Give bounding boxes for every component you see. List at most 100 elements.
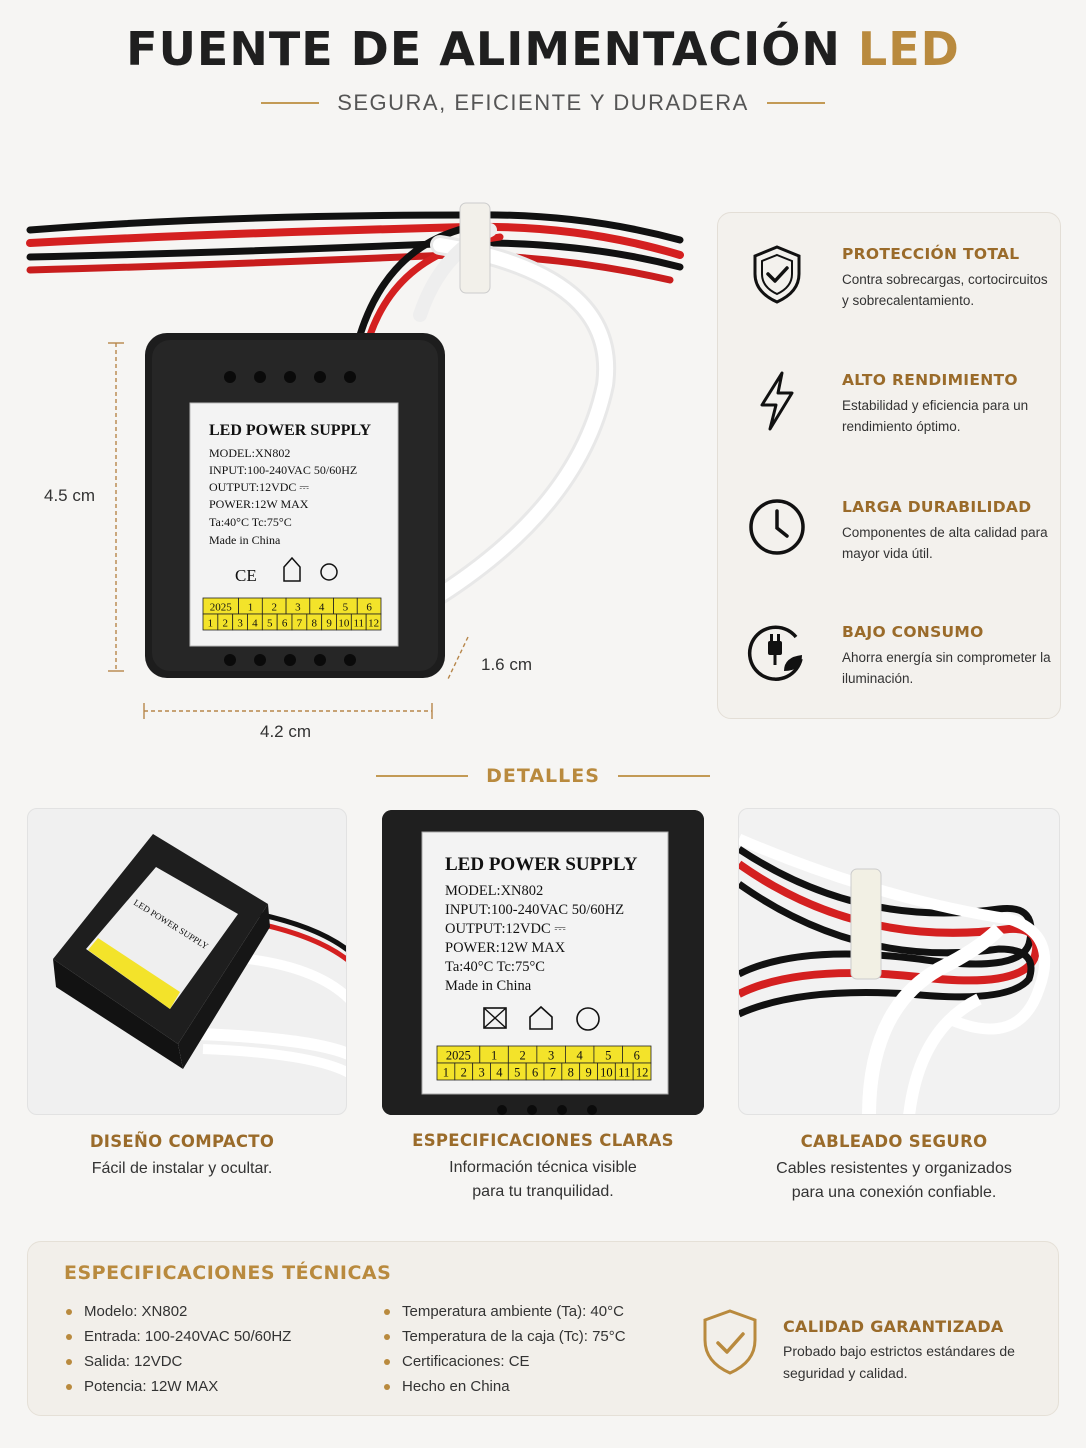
divider-left (261, 102, 320, 104)
label-input: INPUT:100-240VAC 50/60HZ (209, 463, 357, 477)
month-cell (365, 613, 382, 631)
month-cell-label: 3 (478, 1065, 484, 1079)
month-cell-label: 10 (338, 617, 350, 629)
specs-list-left: Modelo: XN802 Entrada: 100-240VAC 50/60H… (64, 1299, 291, 1399)
closeup-origin: Made in China (445, 978, 532, 994)
date-cell-label: 2 (271, 601, 277, 613)
date-cell-label: 6 (634, 1048, 640, 1062)
shield-check-icon (753, 245, 801, 304)
caption-compact: DISEÑO COMPACTO Fácil de instalar y ocul… (27, 1132, 337, 1181)
month-cell-label: 12 (368, 617, 379, 629)
product-angled-image: LED POWER SUPPLY (53, 834, 346, 1078)
feature-desc: Componentes de alta calidad para mayor v… (842, 525, 1048, 561)
date-cell-label: 6 (366, 601, 372, 613)
date-cell-label: 3 (548, 1048, 554, 1062)
caption-desc-line-2: para tu tranquilidad. (472, 1183, 614, 1200)
specs-heading: ESPECIFICACIONES TÉCNICAS (64, 1262, 392, 1284)
product-label-closeup: LED POWER SUPPLY MODEL:XN802 INPUT:100-2… (382, 810, 704, 1115)
feature-title: ALTO RENDIMIENTO (842, 371, 1018, 389)
caption-specs: ESPECIFICACIONES CLARAS Información técn… (382, 1131, 704, 1204)
title-main: FUENTE DE ALIMENTACIÓN (126, 22, 841, 76)
dimension-width: 4.2 cm (260, 722, 312, 741)
cable-closeup-image (739, 833, 1051, 1114)
thumb-compact: LED POWER SUPPLY (27, 808, 347, 1115)
month-cell-label: 9 (585, 1065, 591, 1079)
closeup-heading: LED POWER SUPPLY (445, 854, 638, 875)
date-cell-label: 2025 (210, 601, 233, 613)
month-cell-label: 1 (208, 617, 214, 629)
recycle-symbol-icon (576, 1007, 600, 1031)
month-cell-label: 1 (443, 1065, 449, 1079)
title-accent: LED (857, 22, 960, 76)
month-cell-label: 4 (252, 617, 258, 629)
month-cell-label: 2 (223, 617, 229, 629)
spec-item: Salida: 12VDC (64, 1349, 291, 1374)
ce-mark: CE (235, 566, 257, 585)
month-cell-label: 11 (618, 1065, 630, 1079)
month-cell-label: 7 (297, 617, 303, 629)
caption-desc-line-1: Información técnica visible (449, 1159, 637, 1176)
thumb-specs: LED POWER SUPPLY MODEL:XN802 INPUT:100-2… (382, 810, 704, 1115)
date-cell-label: 5 (605, 1048, 611, 1062)
spec-item: Entrada: 100-240VAC 50/60HZ (64, 1324, 291, 1349)
divider-left (376, 775, 469, 777)
spec-item: Modelo: XN802 (64, 1299, 291, 1324)
spec-item: Potencia: 12W MAX (64, 1374, 291, 1399)
caption-desc-line-1: Cables resistentes y organizados (776, 1160, 1012, 1177)
divider-right (617, 775, 710, 777)
house-symbol-icon (283, 556, 301, 582)
month-cell-label: 3 (237, 617, 243, 629)
caption-desc: Fácil de instalar y ocultar. (91, 1160, 273, 1177)
quality-title: CALIDAD GARANTIZADA (783, 1317, 1004, 1336)
specs-list-right: Temperatura ambiente (Ta): 40°C Temperat… (382, 1299, 626, 1399)
date-cell-label: 4 (577, 1048, 584, 1062)
feature-title: BAJO CONSUMO (842, 623, 984, 641)
clock-icon (749, 499, 805, 555)
dimension-lines (108, 342, 469, 719)
caption-desc-line-2: para una conexión confiable. (791, 1184, 997, 1201)
date-cell-label: 5 (343, 601, 349, 613)
page-title: FUENTE DE ALIMENTACIÓN LED (0, 22, 1086, 76)
label-output: OUTPUT:12VDC ⎓ (209, 480, 309, 494)
date-cell-label: 1 (248, 601, 254, 613)
dimension-height: 4.5 cm (44, 486, 96, 505)
thumb-cables (738, 808, 1060, 1115)
recycle-symbol-icon (320, 563, 338, 581)
eco-plug-icon (747, 625, 803, 681)
month-cell-label: 5 (267, 617, 273, 629)
details-heading: DETALLES (486, 765, 600, 787)
date-cell-label: 4 (319, 601, 325, 613)
month-cell-label: 11 (353, 617, 364, 629)
closeup-model: MODEL:XN802 (445, 883, 543, 899)
month-cell (632, 1062, 652, 1081)
spec-item: Hecho en China (382, 1374, 626, 1399)
month-cell-label: 7 (550, 1065, 556, 1079)
date-cell-label: 2 (519, 1048, 525, 1062)
month-cell-label: 4 (496, 1065, 503, 1079)
specs-panel: ESPECIFICACIONES TÉCNICAS Modelo: XN802 … (27, 1241, 1059, 1416)
caption-title: ESPECIFICACIONES CLARAS (412, 1131, 674, 1150)
cable-bundle (26, 202, 684, 605)
date-cell-label: 3 (295, 601, 301, 613)
divider-right (766, 102, 825, 104)
feature-proteccion: PROTECCIÓN TOTAL Contra sobrecargas, cor… (718, 243, 1062, 333)
caption-title: CABLEADO SEGURO (800, 1132, 988, 1151)
label-heading: LED POWER SUPPLY (209, 422, 372, 439)
month-cell-label: 8 (568, 1065, 574, 1079)
closeup-input: INPUT:100-240VAC 50/60HZ (445, 902, 624, 918)
month-cell-label: 2 (461, 1065, 467, 1079)
caption-cables: CABLEADO SEGURO Cables resistentes y org… (738, 1132, 1050, 1205)
feature-desc: Estabilidad y eficiencia para un rendimi… (842, 398, 1029, 434)
closeup-power: POWER:12W MAX (445, 940, 566, 956)
quality-desc: Probado bajo estrictos estándares de seg… (783, 1343, 1015, 1381)
date-cell-label: 1 (491, 1048, 497, 1062)
subtitle-row: SEGURA, EFICIENTE Y DURADERA (0, 88, 1086, 118)
feature-consumo: BAJO CONSUMO Ahorra energía sin comprome… (718, 621, 1062, 711)
spec-item: Temperatura de la caja (Tc): 75°C (382, 1324, 626, 1349)
feature-panel: PROTECCIÓN TOTAL Contra sobrecargas, cor… (717, 212, 1061, 719)
caption-title: DISEÑO COMPACTO (89, 1132, 275, 1151)
month-cell-label: 5 (514, 1065, 520, 1079)
house-symbol-icon (529, 1005, 553, 1030)
bin-symbol-icon (483, 1007, 507, 1029)
